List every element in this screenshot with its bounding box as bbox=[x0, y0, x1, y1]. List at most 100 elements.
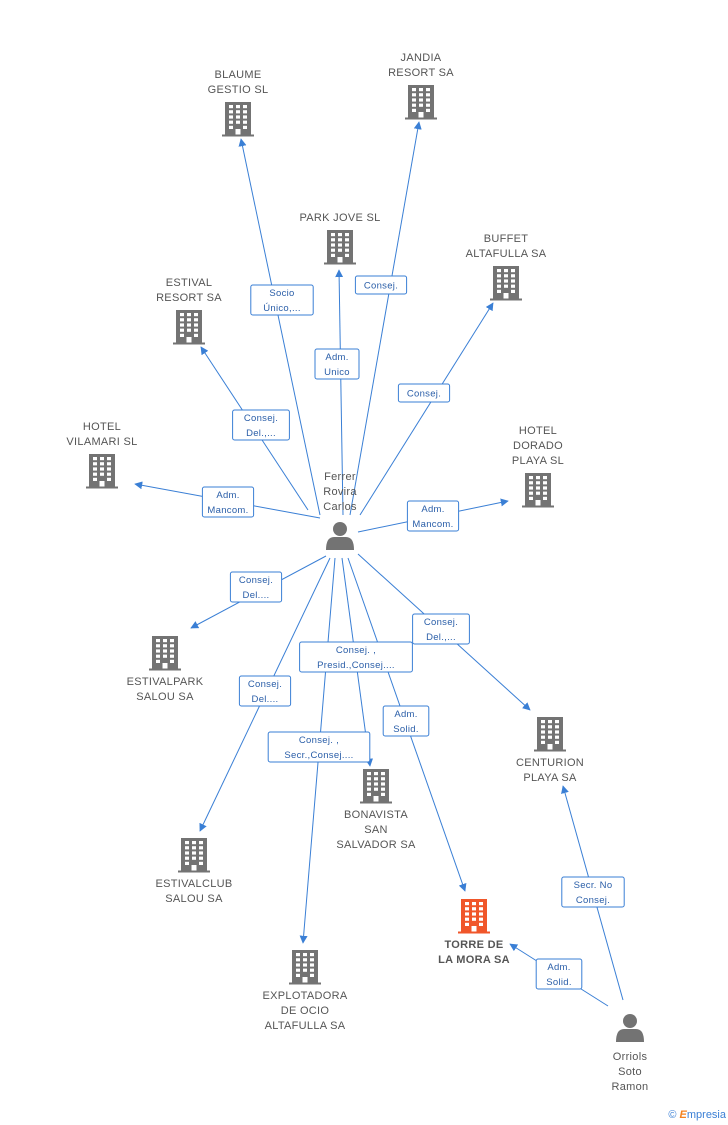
edge-badge-text: Del.... bbox=[243, 590, 270, 601]
node-label-buffet: BUFFET bbox=[484, 233, 529, 245]
node-label-vilamari: HOTEL bbox=[83, 421, 121, 433]
edge-badge-ferrer-vilamari[interactable]: Adm.Mancom. bbox=[201, 486, 255, 518]
edge-badge-ferrer-explotadora[interactable]: Consej. , Secr.,Consej.... bbox=[267, 731, 371, 763]
edge-badge-text: Adm. bbox=[547, 962, 570, 973]
estival-building-icon bbox=[173, 310, 205, 345]
buffet-building-icon bbox=[490, 266, 522, 301]
edge-badge-ferrer-blaume[interactable]: SocioÚnico,... bbox=[250, 284, 314, 316]
ferrer-person-icon bbox=[326, 522, 354, 550]
node-label-orriols: Ramon bbox=[612, 1081, 649, 1093]
node-blaume[interactable]: BLAUME GESTIO SL bbox=[208, 69, 269, 137]
edge-badge-text: Consej. bbox=[244, 413, 278, 424]
edge-badge-text: Consej. , bbox=[299, 735, 339, 746]
node-label-bonavista: SALVADOR SA bbox=[336, 839, 416, 851]
edge-badge-ferrer-estivalpark[interactable]: Consej. Del.... bbox=[229, 571, 283, 603]
edge-badge-ferrer-estival[interactable]: Consej.Del.,... bbox=[232, 409, 290, 441]
node-vilamari[interactable]: HOTEL VILAMARI SL bbox=[66, 421, 137, 489]
node-label-bonavista: BONAVISTA bbox=[344, 809, 408, 821]
edge-badge-ferrer-dorado[interactable]: Adm.Mancom. bbox=[406, 500, 460, 532]
node-estivalpark[interactable]: ESTIVALPARK SALOU SA bbox=[127, 636, 204, 703]
edge-badge-box bbox=[535, 958, 583, 990]
centurion-building-icon bbox=[534, 717, 566, 752]
edge-badge-text: Consej. bbox=[364, 281, 398, 292]
edge-badge-box bbox=[314, 348, 360, 380]
node-label-torre: TORRE DE bbox=[444, 939, 503, 951]
node-estival[interactable]: ESTIVAL RESORT SA bbox=[156, 277, 222, 345]
node-label-vilamari: VILAMARI SL bbox=[66, 436, 137, 448]
edge-badge-text: Socio bbox=[269, 288, 294, 299]
edge-badge-text: Adm. bbox=[394, 709, 417, 720]
edge-badge-ferrer-jandia[interactable]: Consej. bbox=[354, 275, 408, 295]
node-label-blaume: GESTIO SL bbox=[208, 84, 269, 96]
edge-badge-ferrer-bonavista[interactable]: Consej. ,Presid.,Consej.... bbox=[299, 641, 413, 673]
edge-badge-text: Del.,... bbox=[426, 632, 456, 643]
edge-ferrer-jandia bbox=[349, 121, 422, 516]
jandia-building-icon bbox=[405, 85, 437, 120]
node-label-orriols: Soto bbox=[618, 1066, 642, 1078]
node-label-dorado: HOTEL bbox=[519, 425, 557, 437]
node-label-jandia: RESORT SA bbox=[388, 67, 454, 79]
edge-badge-box bbox=[354, 275, 408, 295]
edge-badge-text: Del.... bbox=[252, 694, 279, 705]
edge-badge-box bbox=[299, 641, 413, 673]
vilamari-building-icon bbox=[86, 454, 118, 489]
node-label-estivalpark: ESTIVALPARK bbox=[127, 676, 204, 688]
node-label-estival: RESORT SA bbox=[156, 292, 222, 304]
node-label-estival: ESTIVAL bbox=[166, 277, 213, 289]
edge-badge-ferrer-torre[interactable]: Adm.Solid. bbox=[382, 705, 430, 737]
node-label-blaume: BLAUME bbox=[214, 69, 261, 81]
edge-badge-orriols-torre[interactable]: Adm.Solid. bbox=[535, 958, 583, 990]
edge-badge-ferrer-centurion[interactable]: Consej.Del.,... bbox=[412, 613, 470, 645]
edge-badge-text: Consej. bbox=[239, 575, 273, 586]
footer-brand[interactable]: © Empresia bbox=[668, 1109, 726, 1121]
edge-badge-box bbox=[406, 500, 460, 532]
node-label-dorado: DORADO bbox=[513, 440, 563, 452]
edge-badge-text: Adm. bbox=[216, 490, 239, 501]
node-label-buffet: ALTAFULLA SA bbox=[466, 248, 547, 260]
edge-badge-text: Unico bbox=[324, 367, 350, 378]
node-label-parkjove: PARK JOVE SL bbox=[299, 212, 380, 224]
copyright-symbol: © bbox=[668, 1109, 677, 1121]
node-parkjove[interactable]: PARK JOVE SL bbox=[299, 212, 380, 265]
node-label-ferrer: Carlos bbox=[323, 501, 357, 513]
node-label-ferrer: Ferrer bbox=[324, 471, 356, 483]
node-label-estivalclub: ESTIVALCLUB bbox=[155, 878, 232, 890]
node-buffet[interactable]: BUFFET ALTAFULLA SA bbox=[466, 233, 547, 301]
edge-badge-ferrer-buffet[interactable]: Consej. bbox=[397, 383, 451, 403]
edge-badge-text: Consej. bbox=[248, 679, 282, 690]
node-label-centurion: PLAYA SA bbox=[523, 772, 577, 784]
node-centurion[interactable]: CENTURION PLAYA SA bbox=[516, 717, 584, 784]
edges-layer bbox=[134, 121, 624, 1007]
dorado-building-icon bbox=[522, 473, 554, 508]
edge-badge-ferrer-parkjove[interactable]: Adm. Unico bbox=[314, 348, 360, 380]
edge-badge-text: Consej. , bbox=[336, 645, 376, 656]
edge-badge-text: Secr.,Consej.... bbox=[284, 750, 353, 761]
node-label-estivalpark: SALOU SA bbox=[136, 691, 194, 703]
badges-layer: SocioÚnico,...Consej.Adm.UnicoConsej.Con… bbox=[201, 275, 625, 990]
edge-badge-box bbox=[397, 383, 451, 403]
node-label-explotadora: DE OCIO bbox=[281, 1005, 330, 1017]
brand-initial: E bbox=[679, 1109, 687, 1121]
edge-badge-text: Adm. bbox=[325, 352, 348, 363]
edge-ferrer-buffet bbox=[359, 302, 494, 516]
edge-badge-ferrer-estivalclub[interactable]: Consej. Del.... bbox=[238, 675, 292, 707]
node-label-ferrer: Rovira bbox=[323, 486, 357, 498]
edge-badge-box bbox=[238, 675, 292, 707]
edge-badge-text: Secr. No bbox=[574, 880, 613, 891]
estivalpark-building-icon bbox=[149, 636, 181, 671]
node-label-centurion: CENTURION bbox=[516, 757, 584, 769]
edge-badge-box bbox=[382, 705, 430, 737]
parkjove-building-icon bbox=[324, 230, 356, 265]
edge-badge-text: Mancom. bbox=[412, 519, 453, 530]
